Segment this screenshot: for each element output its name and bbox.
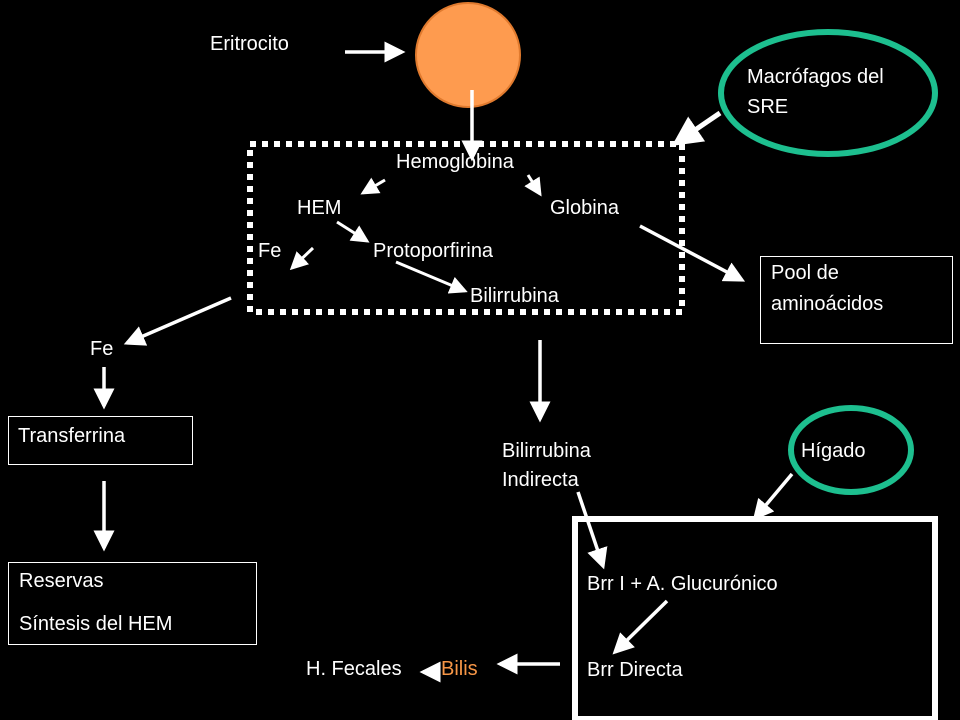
- label-pool-line2: aminoácidos: [771, 293, 884, 315]
- erythrocyte-circle: [415, 2, 521, 108]
- label-macrofagos-line2: SRE: [747, 96, 789, 118]
- arrow-globina-to-pool: [639, 224, 746, 282]
- label-eritrocito: Eritrocito: [210, 33, 289, 55]
- reservas-box: [8, 562, 257, 645]
- label-fe-outer: Fe: [90, 338, 114, 360]
- liver-ellipse: [788, 405, 914, 495]
- label-bilirrubina-indirecta-line2: Indirecta: [502, 469, 579, 491]
- arrow-hem-to-fe: [289, 246, 315, 271]
- label-macrofagos-line1: Macrófagos del: [747, 66, 884, 88]
- arrow-macrofagos-to-box: [671, 110, 722, 146]
- label-hemoglobina: Hemoglobina: [396, 151, 514, 173]
- label-reservas: Reservas: [19, 570, 104, 592]
- transferrina-box: [8, 416, 193, 465]
- label-hem: HEM: [297, 197, 342, 219]
- label-transferrina: Transferrina: [18, 425, 126, 447]
- label-brr-i-glucuronico: Brr I + A. Glucurónico: [587, 573, 778, 595]
- arrow-protoporfirina-to-bilirrubina: [395, 260, 468, 294]
- arrow-brr-i-to-brr-directa: [612, 599, 669, 655]
- label-bilis: Bilis: [441, 658, 478, 680]
- arrow-hemoglobina-to-globina: [524, 174, 542, 197]
- label-h-fecales: H. Fecales: [306, 658, 402, 680]
- label-higado: Hígado: [801, 440, 866, 462]
- arrow-box-to-fe: [123, 296, 232, 346]
- liver-box: [572, 516, 938, 720]
- label-globina: Globina: [550, 197, 619, 219]
- pool-aminoacidos-box: [760, 256, 953, 344]
- label-bilirrubina-indirecta-line1: Bilirrubina: [502, 440, 591, 462]
- label-protoporfirina: Protoporfirina: [373, 240, 494, 262]
- label-bilirrubina: Bilirrubina: [470, 285, 559, 307]
- arrow-indirecta-to-brr-i: [576, 491, 608, 570]
- arrow-hem-to-protoporfirina: [336, 220, 370, 243]
- arrow-higado-to-liver-box: [752, 472, 794, 521]
- label-sintesis-hem: Síntesis del HEM: [19, 613, 173, 635]
- arrow-hemoglobina-to-hem: [360, 177, 386, 195]
- macrophages-ellipse: [718, 29, 938, 157]
- label-fe-inner: Fe: [258, 240, 282, 262]
- label-pool-line1: Pool de: [771, 262, 839, 284]
- label-brr-directa: Brr Directa: [587, 659, 683, 681]
